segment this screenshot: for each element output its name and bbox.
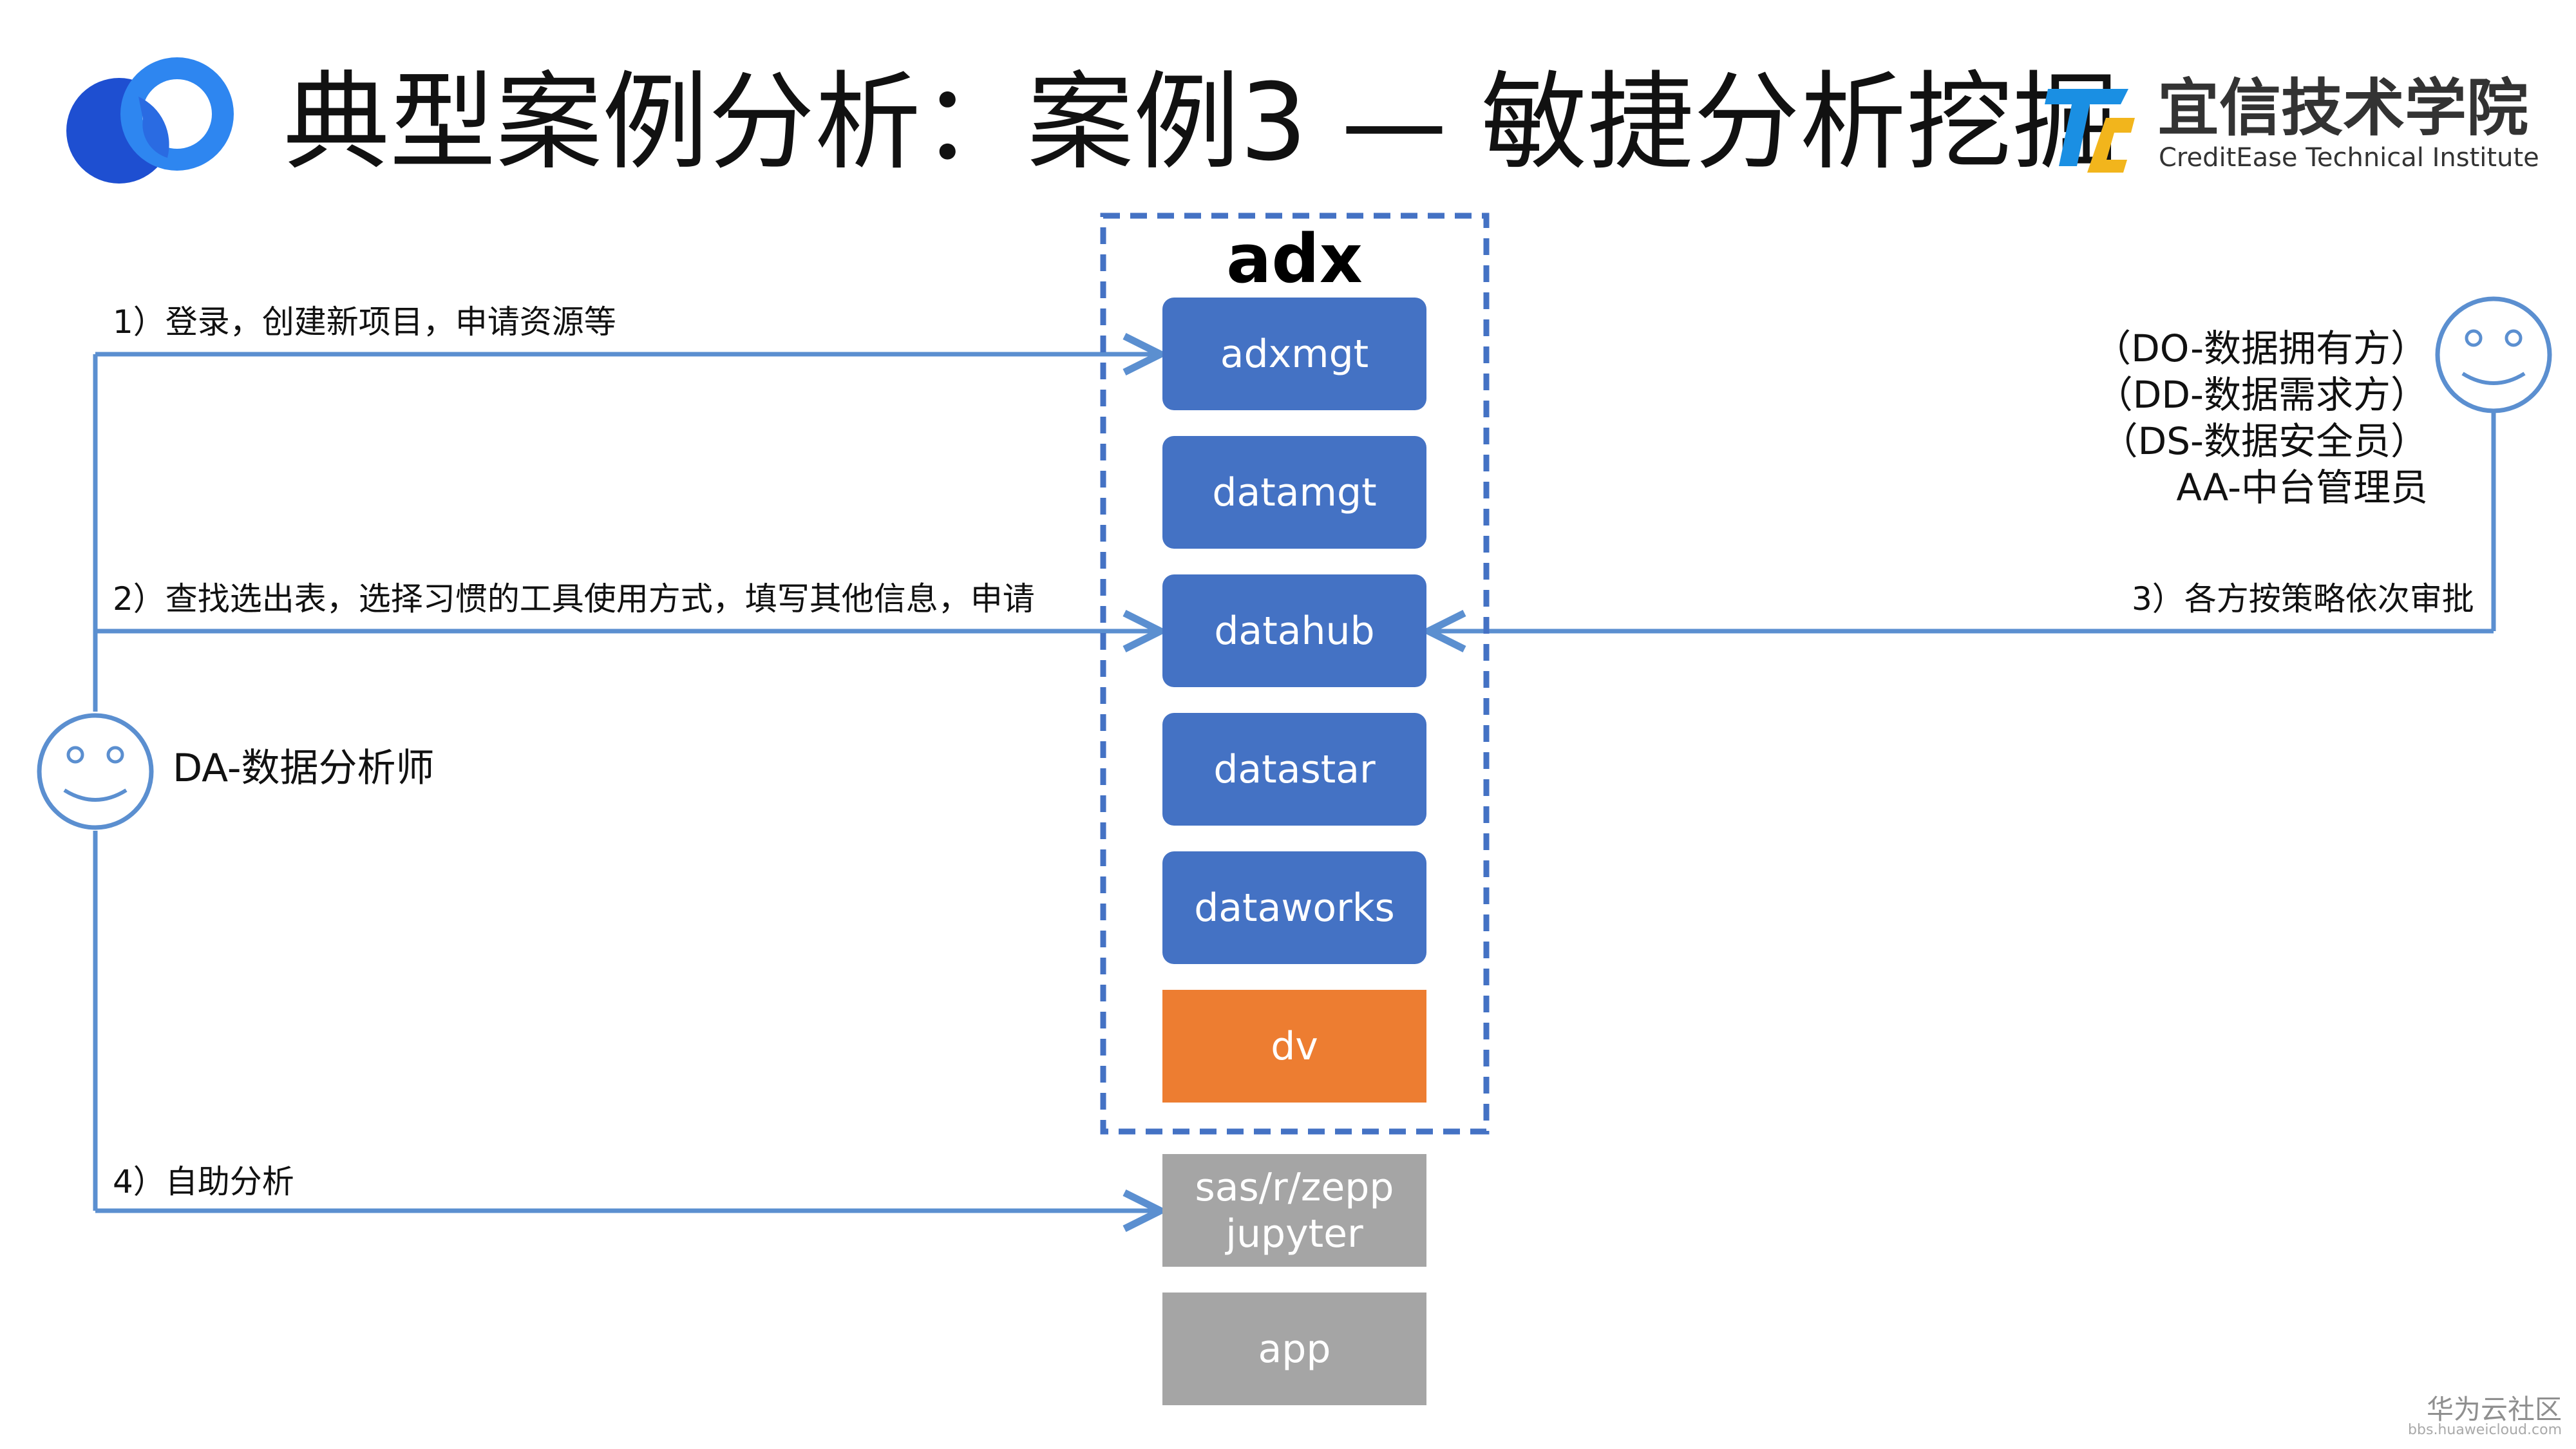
tool-app[interactable]: app <box>1162 1293 1426 1405</box>
approver-list: （DO-数据拥有方） （DD-数据需求方） （DS-数据安全员） AA-中台管理… <box>2080 325 2428 511</box>
component-dv[interactable]: dv <box>1162 990 1426 1103</box>
step-1-label: 1）登录，创建新项目，申请资源等 <box>113 303 616 341</box>
approver-aa: AA-中台管理员 <box>2176 466 2428 509</box>
adx-group-label: adx <box>1226 220 1363 298</box>
component-datahub[interactable]: datahub <box>1162 574 1426 687</box>
brand-name-cn: 宜信技术学院 <box>2157 72 2528 144</box>
component-adxmgt[interactable]: adxmgt <box>1162 298 1426 410</box>
component-dataworks[interactable]: dataworks <box>1162 851 1426 964</box>
adx-group-border <box>1100 213 1490 1135</box>
brand-logo-icon <box>2045 89 2135 173</box>
brand-name-en: CreditEase Technical Institute <box>2159 143 2539 173</box>
page-title: 典型案例分析：案例3 — 敏捷分析挖掘 <box>283 61 2119 184</box>
tool-sas-r-zepp-jupyter[interactable]: sas/r/zepp jupyter <box>1162 1154 1426 1267</box>
analyst-label: DA-数据分析师 <box>173 746 435 791</box>
approver-do: （DO-数据拥有方） <box>2094 327 2428 370</box>
approver-dd: （DD-数据需求方） <box>2095 373 2428 417</box>
step-2-label: 2）查找选出表，选择习惯的工具使用方式，填写其他信息，申请 <box>113 580 1035 618</box>
logo-icon <box>66 57 234 184</box>
approver-smiley-icon <box>2435 296 2552 413</box>
step-4-label: 4）自助分析 <box>113 1163 294 1200</box>
watermark-en: bbs.huaweicloud.com <box>2408 1422 2562 1438</box>
watermark-cn: 华为云社区 <box>2426 1394 2562 1425</box>
analyst-smiley-icon <box>37 713 154 830</box>
component-datastar[interactable]: datastar <box>1162 713 1426 826</box>
step-3-label: 3）各方按策略依次审批 <box>2132 580 2474 618</box>
approver-ds: （DS-数据安全员） <box>2100 419 2428 463</box>
component-datamgt[interactable]: datamgt <box>1162 436 1426 549</box>
